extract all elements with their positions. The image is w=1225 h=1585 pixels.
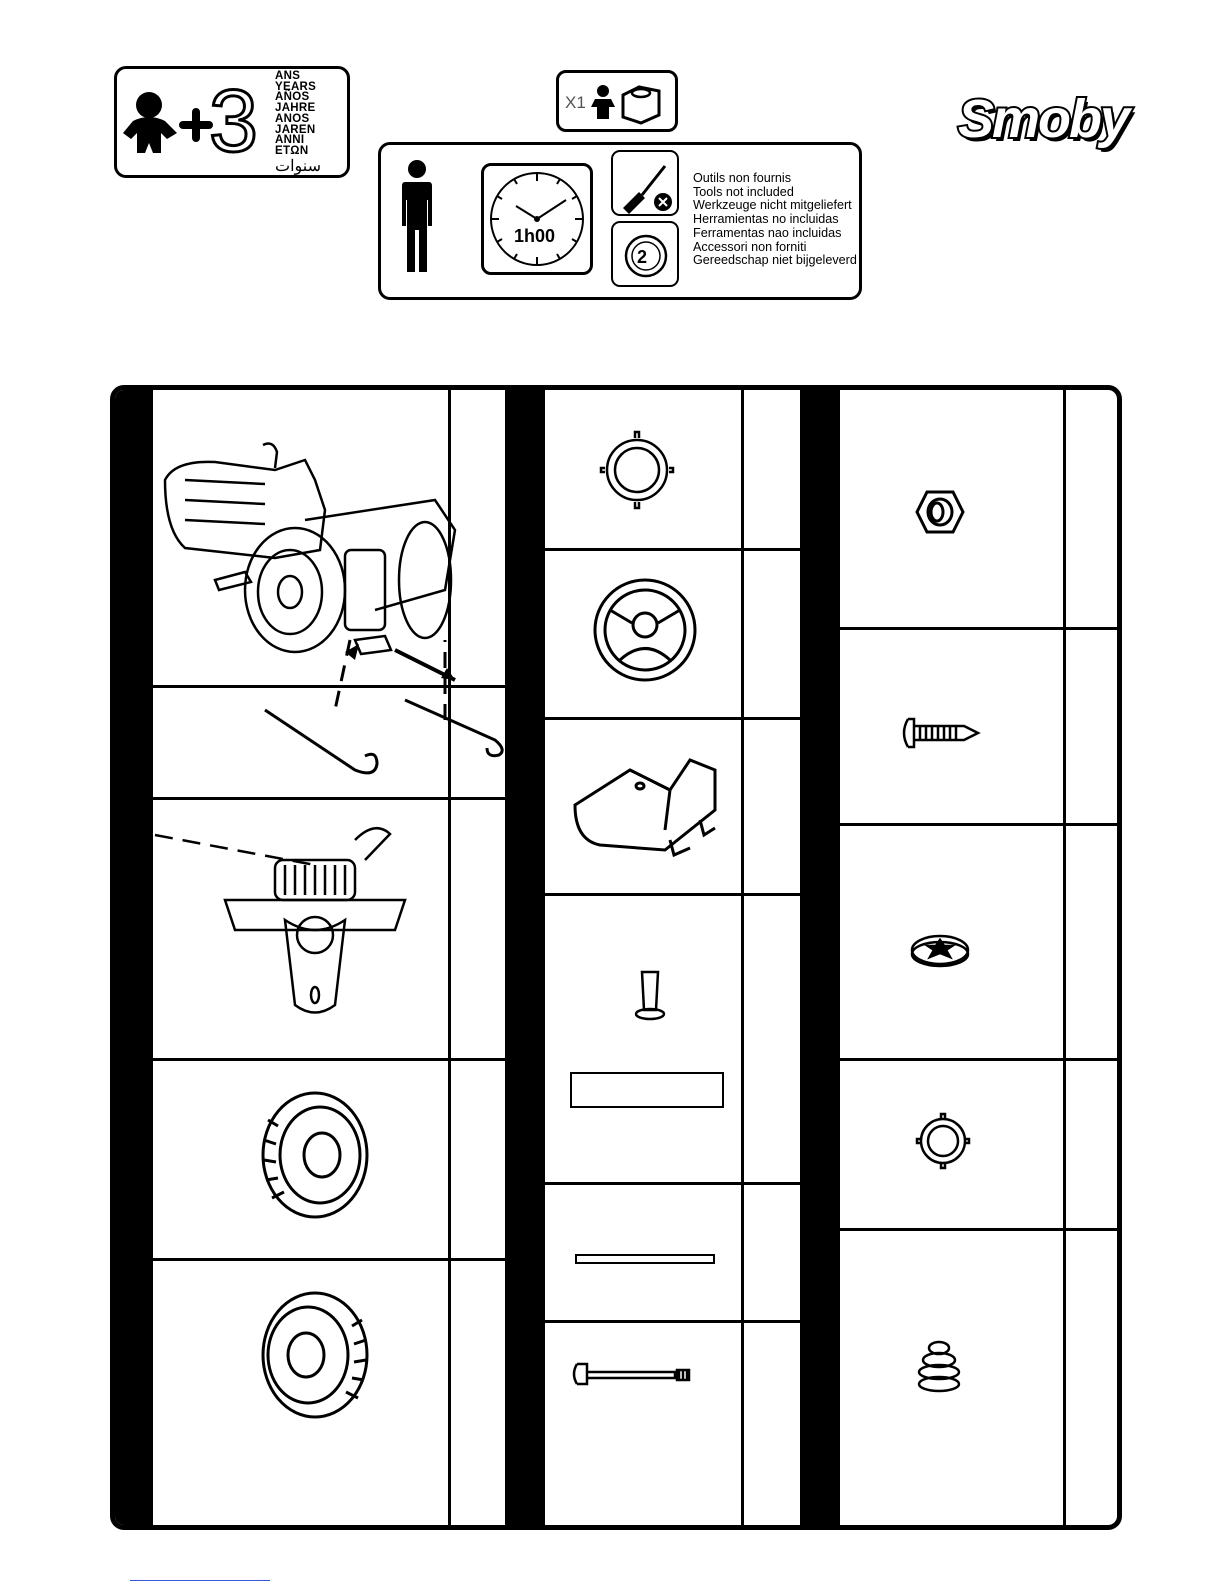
spring-cap-icon bbox=[915, 1340, 963, 1400]
svg-text:2: 2 bbox=[637, 247, 647, 267]
bolt-icon bbox=[571, 1360, 693, 1390]
tools-not-included: Outils non fournis Tools not included We… bbox=[693, 172, 857, 268]
row-divider bbox=[153, 1058, 505, 1061]
row-divider bbox=[545, 893, 800, 896]
row-divider bbox=[840, 823, 1122, 826]
tools-line: Werkzeuge nicht mitgeliefert bbox=[693, 199, 857, 213]
front-axle-icon bbox=[155, 820, 445, 1040]
assembly-info-box: 1h00 2 Outils non fournis Tools not incl… bbox=[378, 142, 862, 300]
row-divider bbox=[840, 1228, 1122, 1231]
tractor-body-icon bbox=[155, 440, 455, 680]
steering-wheel-icon bbox=[590, 575, 700, 685]
row-divider bbox=[153, 1258, 505, 1261]
flat-bar-icon bbox=[575, 1254, 715, 1264]
age-lang: سنوات bbox=[275, 157, 321, 177]
screwdriver-icon bbox=[617, 156, 677, 214]
hex-nut-icon bbox=[915, 490, 965, 534]
column1-bar bbox=[115, 390, 153, 1530]
adult-person-icon bbox=[401, 160, 433, 276]
age-badge: 3 ANS YEARS AÑOS JAHRE ANOS JAREN ANNI E… bbox=[114, 66, 350, 178]
rivet-icon bbox=[630, 970, 670, 1025]
row-divider bbox=[153, 685, 505, 688]
age-languages: ANS YEARS AÑOS JAHRE ANOS JAREN ANNI ETΩ… bbox=[275, 71, 321, 177]
seat-bracket-icon bbox=[570, 750, 725, 865]
time-label: 1h00 bbox=[514, 226, 555, 247]
quantity-box bbox=[570, 1072, 724, 1108]
row-divider bbox=[545, 548, 800, 551]
wheel-icon bbox=[260, 1090, 370, 1220]
tools-line: Accessori non forniti bbox=[693, 241, 857, 255]
screwdriver-panel bbox=[611, 150, 679, 216]
column2-divider bbox=[741, 390, 744, 1530]
cap-ring-icon bbox=[602, 430, 672, 510]
row-divider bbox=[840, 1058, 1122, 1061]
age-lang: ANOS bbox=[275, 114, 321, 125]
quantity-badge: X1 bbox=[556, 70, 678, 132]
row-divider bbox=[545, 717, 800, 720]
row-divider bbox=[545, 1320, 800, 1323]
clock-panel: 1h00 bbox=[481, 163, 593, 275]
star-washer-icon bbox=[910, 930, 970, 970]
footer-link-underline[interactable] bbox=[130, 1580, 270, 1581]
row-divider bbox=[545, 1182, 800, 1185]
column2-bar bbox=[505, 390, 545, 1530]
tools-line: Ferramentas nao incluidas bbox=[693, 227, 857, 241]
coin-panel: 2 bbox=[611, 221, 679, 287]
column3-bar bbox=[800, 390, 840, 1530]
tools-line: Outils non fournis bbox=[693, 172, 857, 186]
cap-ring-icon bbox=[913, 1110, 973, 1172]
column3-divider bbox=[1063, 390, 1066, 1530]
age-number: 3 bbox=[209, 71, 258, 171]
brand-logo: Smoby bbox=[958, 88, 1128, 150]
quantity-label: X1 bbox=[565, 93, 586, 113]
tools-line: Gereedschap niet bijgeleverd bbox=[693, 254, 857, 268]
coin-icon: 2 bbox=[623, 233, 669, 279]
screw-icon bbox=[900, 715, 980, 751]
row-divider bbox=[153, 797, 505, 800]
wheel-icon bbox=[260, 1290, 370, 1420]
tools-line: Herramientas no incluidas bbox=[693, 213, 857, 227]
child-figure-icon bbox=[123, 87, 283, 159]
tools-line: Tools not included bbox=[693, 186, 857, 200]
clock-icon bbox=[488, 170, 586, 268]
parts-grid bbox=[110, 385, 1122, 1530]
adult-child-nut-icon bbox=[595, 83, 675, 123]
age-lang: ETΩN bbox=[275, 146, 321, 157]
steering-rod-icon bbox=[255, 700, 535, 790]
row-divider bbox=[840, 627, 1122, 630]
